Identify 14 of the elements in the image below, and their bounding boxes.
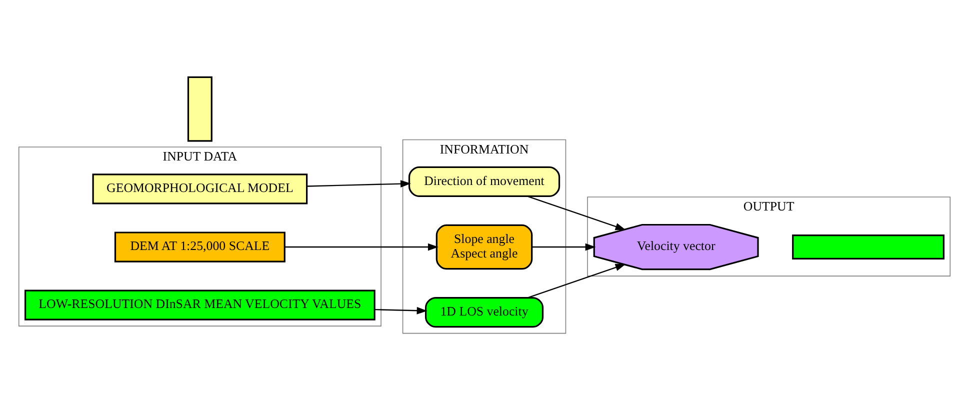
- node-box: LOW-RESOLUTION DInSAR MEAN VELOCITY VALUES: [24, 290, 376, 320]
- arrow: [532, 243, 596, 251]
- node-box: GEOMORPHOLOGICAL MODEL: [92, 174, 308, 204]
- node-box: DEM AT 1:25,000 SCALE: [114, 232, 286, 262]
- node-bar: [792, 234, 944, 260]
- arrow: [284, 243, 438, 251]
- arrow: [306, 180, 412, 188]
- arrow: [527, 264, 626, 298]
- node-box: Slope angle Aspect angle: [436, 224, 533, 270]
- node-box: [187, 76, 212, 142]
- arrow: [527, 196, 626, 230]
- node-box: 1D LOS velocity: [424, 297, 544, 328]
- arrow: [374, 306, 428, 314]
- node-box: Direction of movement: [408, 166, 560, 197]
